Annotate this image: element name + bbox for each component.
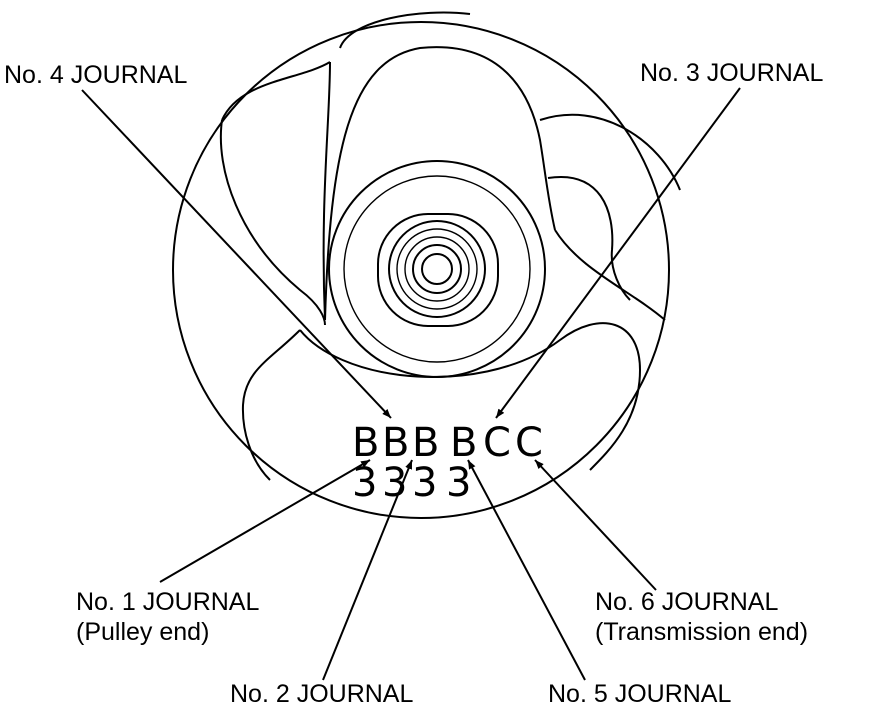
snout-ring-1 — [388, 220, 486, 318]
code-top-2: B — [382, 420, 409, 466]
leader-journal3 — [495, 87, 741, 419]
leader-journal2 — [322, 459, 413, 681]
journal-web — [324, 46, 556, 321]
web-right-top — [539, 113, 681, 191]
label-journal1: No. 1 JOURNAL — [76, 588, 259, 616]
web-top-curve — [339, 11, 471, 49]
leader-journal4 — [81, 89, 392, 419]
snout-ring-2 — [396, 228, 478, 310]
code-top-1: B — [352, 420, 379, 466]
code-top-4: B — [450, 420, 477, 466]
web-left-inner — [322, 61, 331, 321]
web-right-inner — [547, 175, 631, 301]
journal-labels: No. 4 JOURNAL No. 3 JOURNAL No. 1 JOURNA… — [4, 59, 823, 708]
label-journal2: No. 2 JOURNAL — [230, 680, 413, 708]
web-lower-right — [299, 322, 642, 471]
web-lower-left — [241, 329, 301, 481]
label-journal5: No. 5 JOURNAL — [548, 680, 731, 708]
leader-journal6 — [534, 459, 657, 591]
label-journal6-note: (Transmission end) — [595, 618, 808, 646]
main-journal-inner — [343, 175, 531, 363]
label-journal6: No. 6 JOURNAL — [595, 588, 778, 616]
label-journal4: No. 4 JOURNAL — [4, 61, 187, 89]
crankshaft-outline — [172, 21, 670, 519]
crankshaft-end-view — [172, 11, 681, 519]
label-journal1-note: (Pulley end) — [76, 618, 209, 646]
leader-lines — [81, 87, 741, 681]
code-top-3: B — [412, 420, 439, 466]
snout-ring-4 — [412, 244, 462, 294]
label-journal3: No. 3 JOURNAL — [640, 59, 823, 87]
leader-journal1 — [159, 459, 371, 583]
journal-code-stamps: B B B B C C 3 3 3 3 — [352, 420, 543, 506]
code-top-5: C — [483, 420, 511, 466]
code-bottom-3: 3 — [412, 460, 437, 506]
code-bottom-4: 3 — [446, 460, 471, 506]
web-left-top — [221, 61, 331, 121]
code-top-6: C — [515, 420, 543, 466]
web-right-arc — [554, 229, 666, 321]
snout-outline — [377, 213, 499, 327]
code-bottom-1: 3 — [352, 460, 377, 506]
main-journal-outer — [328, 160, 546, 378]
center-bore — [421, 253, 453, 285]
snout-ring-3 — [404, 236, 470, 302]
web-left-arc — [219, 119, 326, 326]
leader-journal5 — [467, 459, 586, 681]
